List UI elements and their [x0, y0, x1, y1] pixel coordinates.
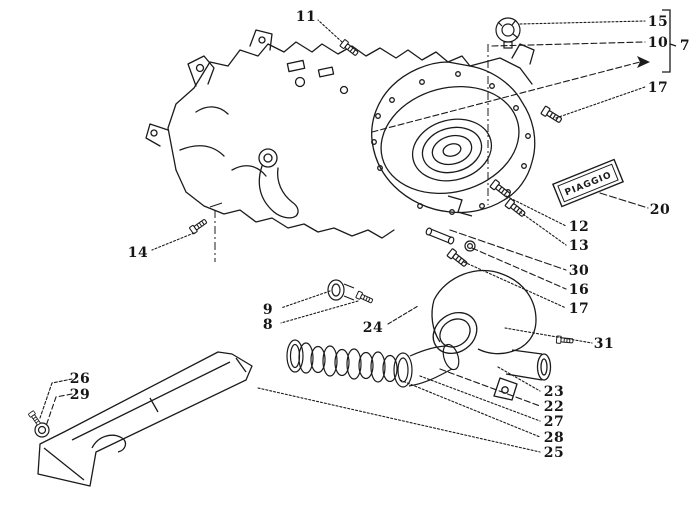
brand-plate: PIAGGIO — [551, 158, 625, 208]
fan-boss — [411, 118, 493, 182]
leader-lines — [39, 19, 649, 453]
bolt-14 — [188, 217, 209, 235]
air-duct-tube — [37, 351, 253, 487]
mount-nut — [495, 17, 521, 49]
cooling-duct-elbow — [431, 269, 552, 401]
assembly-axes — [209, 44, 489, 262]
screw-17-right — [446, 247, 470, 269]
bracket-7 — [637, 9, 677, 73]
transmission-cover — [371, 61, 536, 215]
stud-30 — [425, 227, 455, 245]
crankcase-outline — [145, 29, 535, 239]
screw-17-top — [540, 105, 564, 126]
screw-11 — [339, 38, 360, 58]
bellows-hose — [286, 339, 460, 388]
hose-clamp — [327, 279, 375, 305]
kickstart-lever — [258, 148, 299, 219]
bracket-part — [447, 195, 473, 217]
screw-13 — [504, 197, 528, 219]
bushing-16 — [464, 240, 476, 252]
group-arrowhead — [637, 56, 650, 68]
duct-end-clamp — [27, 410, 50, 438]
screw-31 — [555, 335, 574, 345]
fasteners — [188, 38, 574, 345]
